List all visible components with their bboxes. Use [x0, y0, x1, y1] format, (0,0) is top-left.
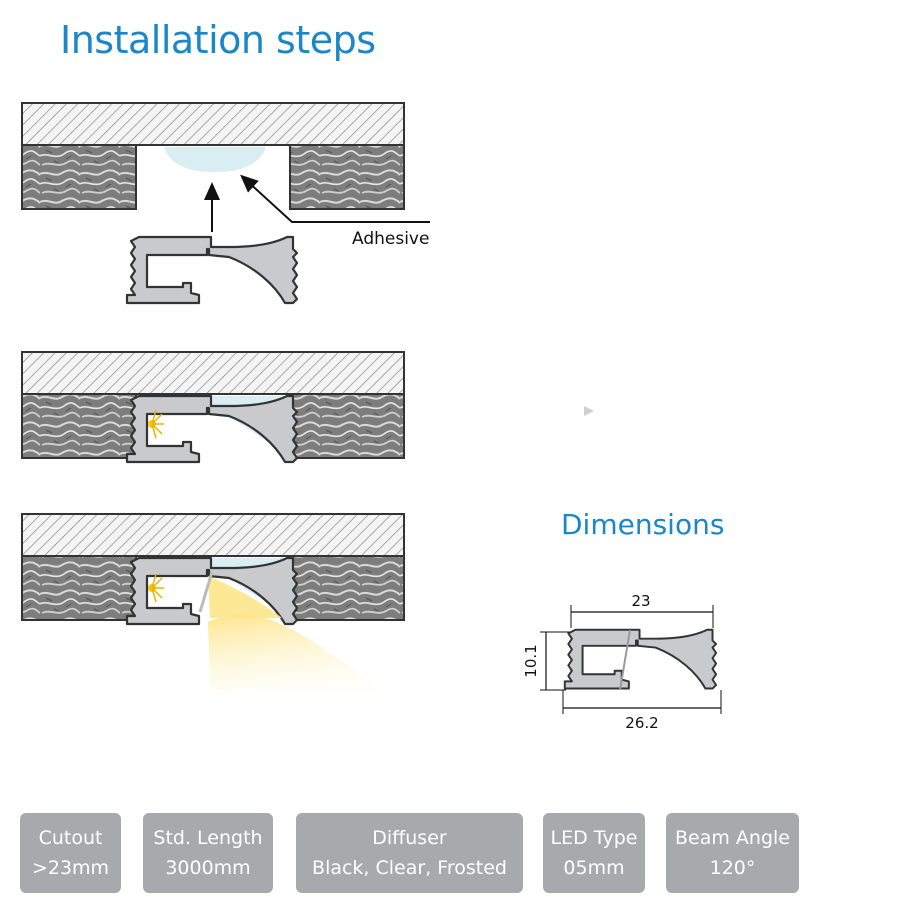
spec-chip-cutout: Cutout >23mm — [20, 813, 121, 893]
wall-right — [289, 144, 405, 210]
dim-width-top: 23 — [631, 592, 650, 610]
wall-left — [21, 555, 137, 621]
ceiling-board — [21, 102, 405, 146]
step-1-diagram: Adhesive — [21, 102, 430, 305]
profile-shape — [125, 235, 299, 305]
spec-value: 05mm — [563, 857, 625, 879]
page-title: Installation steps — [60, 18, 376, 62]
spec-value: 3000mm — [165, 857, 251, 879]
wall-right — [289, 393, 405, 459]
dim-height: 10.1 — [522, 644, 540, 677]
diffuser-line — [619, 629, 631, 691]
spec-label: Beam Angle — [675, 827, 790, 849]
glow — [208, 576, 282, 618]
led-icon — [148, 409, 164, 439]
marker-icon — [584, 406, 594, 416]
wall-right — [289, 555, 405, 621]
step-3-diagram — [21, 513, 405, 690]
spec-value: >23mm — [31, 857, 110, 879]
spec-chip-beam: Beam Angle 120° — [666, 813, 799, 893]
spec-label: Std. Length — [153, 827, 263, 849]
adhesive-pointer — [240, 174, 430, 223]
diffuser — [198, 571, 214, 613]
spec-chip-led: LED Type 05mm — [543, 813, 645, 893]
ceiling-board — [21, 351, 405, 395]
spec-chip-length: Std. Length 3000mm — [143, 813, 273, 893]
led-icon — [148, 573, 164, 603]
spec-label: Diffuser — [372, 827, 447, 849]
spec-value: 120° — [709, 857, 756, 879]
dimensions-title: Dimensions — [561, 508, 725, 541]
spec-label: Cutout — [38, 827, 103, 849]
dim-width-bottom: 26.2 — [625, 714, 658, 732]
wall-left — [21, 144, 137, 210]
step-2-diagram — [21, 351, 594, 464]
wall-left — [21, 393, 137, 459]
adhesive-label: Adhesive — [352, 229, 429, 249]
adhesive-blob — [164, 147, 266, 172]
profile-dimensioned — [563, 628, 718, 690]
spec-value: Black, Clear, Frosted — [312, 857, 507, 879]
dimensions-drawing: 23 26.2 10.1 — [522, 592, 722, 732]
ceiling-board — [21, 513, 405, 557]
spec-label: LED Type — [550, 827, 638, 849]
light-beam — [208, 614, 380, 690]
spec-chip-diffuser: Diffuser Black, Clear, Frosted — [296, 813, 523, 893]
profile-installed — [125, 394, 299, 464]
